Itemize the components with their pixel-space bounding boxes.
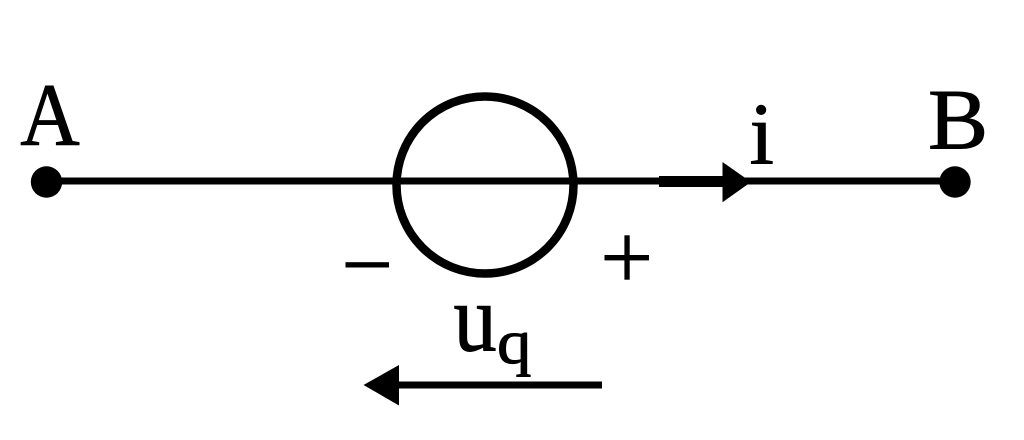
svg-text:A: A <box>20 66 80 165</box>
svg-text:i: i <box>750 87 774 184</box>
svg-text:q: q <box>497 309 531 377</box>
svg-text:u: u <box>454 265 497 371</box>
svg-text:B: B <box>928 72 988 168</box>
